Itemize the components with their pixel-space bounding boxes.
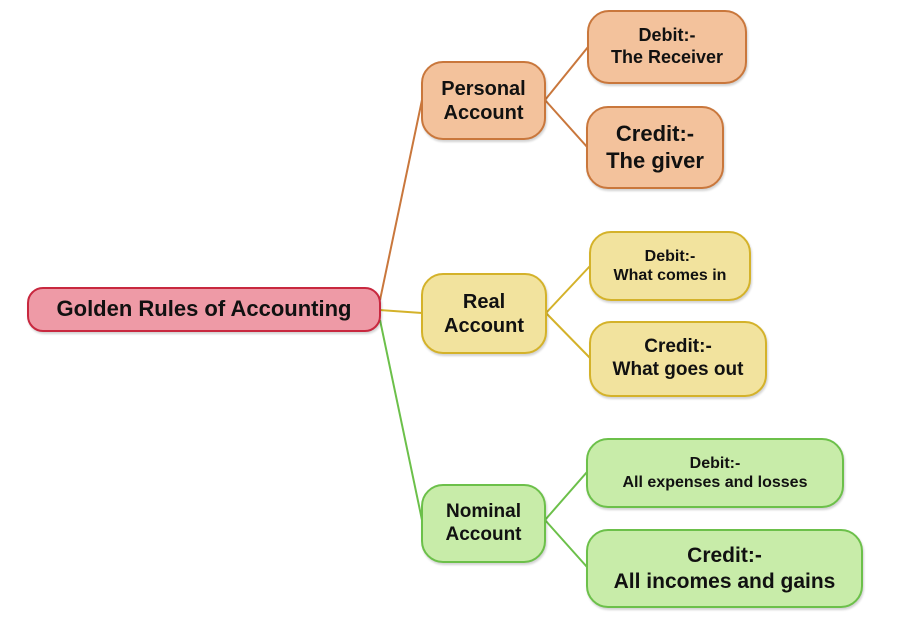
- nominal-debit-node[interactable]: Debit:- All expenses and losses: [586, 438, 844, 508]
- nominal-credit-node[interactable]: Credit:- All incomes and gains: [586, 529, 863, 608]
- branch-label-line2: Account: [444, 314, 524, 337]
- branch-label-line2: Account: [443, 101, 524, 124]
- real-credit-node[interactable]: Credit:- What goes out: [589, 321, 767, 397]
- credit-rule: What goes out: [612, 359, 744, 380]
- branch-nominal-account[interactable]: Nominal Account: [421, 484, 546, 563]
- debit-rule: The Receiver: [610, 47, 724, 67]
- debit-label: Debit:-: [689, 454, 741, 472]
- credit-label: Credit:-: [615, 121, 695, 147]
- debit-rule: All expenses and losses: [622, 474, 808, 491]
- branch-label-line1: Nominal: [446, 500, 521, 522]
- real-debit-node[interactable]: Debit:- What comes in: [589, 231, 751, 301]
- debit-label: Debit:-: [638, 25, 696, 46]
- branch-real-account[interactable]: Real Account: [421, 273, 547, 354]
- branch-label-line1: Real: [462, 290, 506, 313]
- personal-debit-node[interactable]: Debit:- The Receiver: [587, 10, 747, 84]
- credit-rule: The giver: [606, 147, 704, 173]
- branch-label-line2: Account: [445, 523, 522, 545]
- credit-label: Credit:-: [687, 544, 762, 568]
- root-node[interactable]: Golden Rules of Accounting: [27, 287, 381, 332]
- debit-label: Debit:-: [644, 247, 696, 265]
- branch-label-line1: Personal: [441, 77, 526, 100]
- branch-personal-account[interactable]: Personal Account: [421, 61, 546, 140]
- debit-rule: What comes in: [613, 267, 727, 284]
- root-label: Golden Rules of Accounting: [56, 296, 352, 322]
- personal-credit-node[interactable]: Credit:- The giver: [586, 106, 724, 189]
- credit-label: Credit:-: [644, 336, 712, 358]
- credit-rule: All incomes and gains: [613, 569, 836, 593]
